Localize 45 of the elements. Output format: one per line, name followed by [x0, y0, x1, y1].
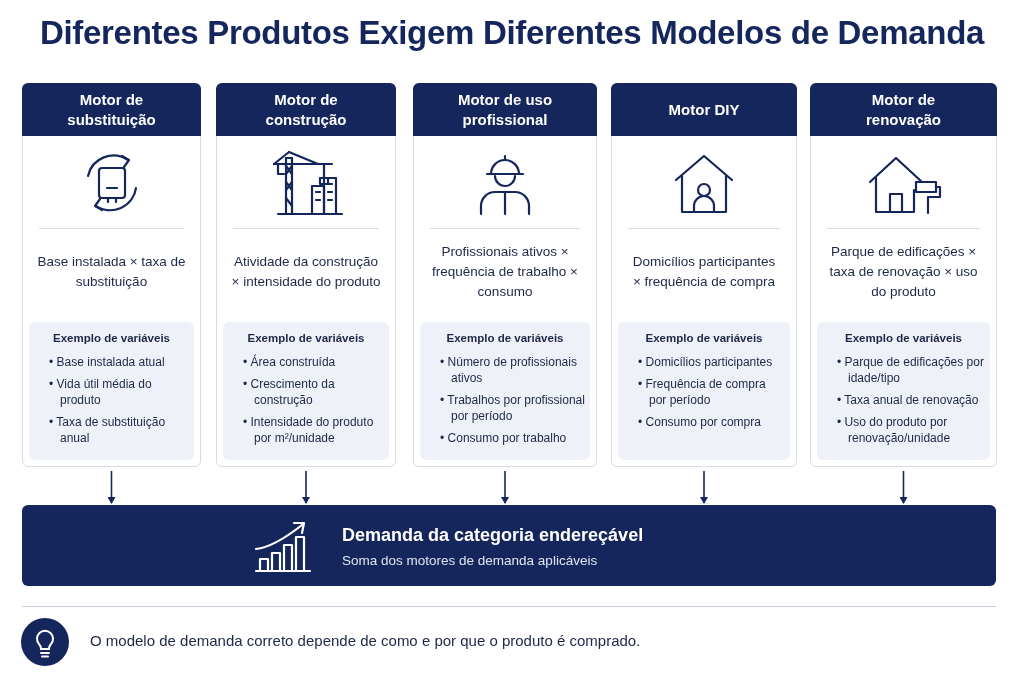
list-item: • Uso do produto por renovação/unidade: [837, 414, 952, 446]
card: [22, 83, 201, 467]
formula-text: Domicílios participantes × frequência de compra: [631, 253, 777, 291]
arrow: [700, 470, 708, 504]
card-header: Motor DIY: [611, 83, 797, 136]
card-header: Motor de renovação: [810, 83, 997, 136]
arrow: [302, 470, 310, 504]
list-item: • Taxa de substituição anual: [49, 414, 167, 446]
list-item: • Domicílios participantes: [638, 354, 774, 370]
list-item: • Área construída: [243, 354, 337, 370]
list-item: • Parque de edificações por idade/tipo: [837, 354, 985, 386]
arrow: [501, 470, 509, 504]
list-item: • Número de profissionais ativos: [440, 354, 578, 386]
page-title: Diferentes Produtos Exigem Diferentes Modelos de Demanda: [38, 14, 986, 52]
card: [810, 83, 997, 467]
card-header: Motor de uso profissional: [413, 83, 597, 136]
list-item: • Crescimento da construção: [243, 376, 336, 408]
card-header: Motor de substituição: [22, 83, 201, 136]
panel-heading: Exemplo de variáveis: [844, 332, 963, 344]
banner-subtitle: Soma dos motores de demanda aplicáveis: [342, 553, 598, 568]
formula-text: Parque de edificações × taxa de renovação × uso do produto: [828, 243, 979, 301]
formula-text: Profissionais ativos × frequência de trabalho × consumo: [431, 243, 579, 301]
list-item: • Consumo por compra: [638, 414, 762, 430]
panel-heading: Exemplo de variáveis: [52, 332, 171, 344]
banner-title: Demanda da categoria endereçável: [342, 525, 644, 546]
panel-heading: Exemplo de variáveis: [644, 332, 764, 344]
footer-note: O modelo de demanda correto depende de como e por que o produto é comprado.: [90, 632, 641, 649]
list-item: • Intensidade do produto por m²/unidade: [243, 414, 375, 446]
list-item: • Base instalada atual: [49, 354, 166, 370]
card-header: Motor de construção: [216, 83, 396, 136]
card: [413, 83, 597, 467]
panel-heading: Exemplo de variáveis: [445, 332, 565, 344]
panel-heading: Exemplo de variáveis: [246, 332, 366, 344]
list-item: • Vida útil média do produto: [49, 376, 153, 408]
list-item: • Frequência de compra por período: [638, 376, 767, 408]
arrow: [899, 470, 908, 504]
list-item: • Trabalhos por profissional por período: [440, 392, 586, 424]
card: [611, 83, 797, 467]
arrow: [107, 470, 116, 504]
summary-banner: [22, 505, 996, 586]
list-item: • Taxa anual de renovação: [837, 392, 980, 408]
formula-text: Atividade da construção × intensidade do produto: [231, 253, 381, 291]
formula-text: Base instalada × taxa de substituição: [36, 253, 187, 291]
list-item: • Consumo por trabalho: [440, 430, 568, 446]
card: [216, 83, 396, 467]
